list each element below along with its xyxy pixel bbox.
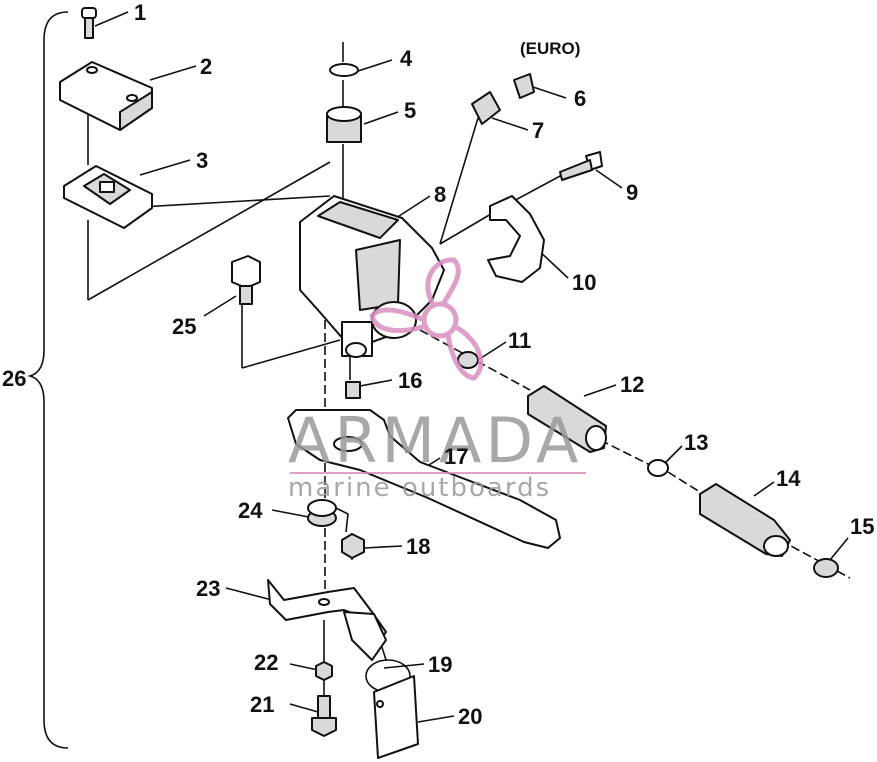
callout-24: 24 bbox=[238, 498, 263, 523]
callout-17: 17 bbox=[444, 444, 468, 469]
assembly-bracket bbox=[27, 11, 69, 749]
callout-14: 14 bbox=[776, 466, 801, 491]
callout-8: 8 bbox=[434, 182, 446, 207]
bracket-part-23 bbox=[267, 579, 387, 661]
spring-clip-part-24 bbox=[307, 499, 349, 533]
callout-25: 25 bbox=[172, 314, 196, 339]
screw-part-1 bbox=[81, 7, 97, 39]
callout-20: 20 bbox=[458, 704, 482, 729]
seal-part-11 bbox=[457, 351, 479, 369]
washer-part-13 bbox=[647, 459, 669, 477]
watermark: ARMADA marine outboards bbox=[288, 257, 586, 503]
callout-23: 23 bbox=[196, 576, 220, 601]
reservoir-cap-part-2 bbox=[59, 61, 153, 131]
tag-part-20 bbox=[373, 675, 419, 759]
bushing-part-5 bbox=[326, 106, 362, 143]
callout-26: 26 bbox=[2, 366, 26, 391]
diaphragm-part-3 bbox=[63, 165, 153, 229]
euro-note: (EURO) bbox=[520, 39, 580, 58]
callout-5: 5 bbox=[404, 98, 416, 123]
callout-13: 13 bbox=[684, 430, 708, 455]
callout-12: 12 bbox=[620, 372, 644, 397]
nut-part-22 bbox=[315, 661, 333, 681]
callout-11: 11 bbox=[508, 328, 531, 353]
watermark-brand: ARMADA bbox=[288, 404, 582, 477]
callout-21: 21 bbox=[250, 692, 274, 717]
spring-part-12 bbox=[527, 385, 607, 453]
callout-15: 15 bbox=[850, 514, 874, 539]
piston-part-14 bbox=[699, 483, 791, 557]
callout-3: 3 bbox=[196, 148, 208, 173]
propeller-logo-icon bbox=[369, 257, 484, 381]
nut-part-18 bbox=[341, 533, 365, 559]
callout-1: 1 bbox=[134, 0, 146, 25]
callout-10: 10 bbox=[572, 270, 596, 295]
callout-4: 4 bbox=[400, 46, 413, 71]
bolt-part-9 bbox=[559, 151, 603, 181]
leader-lines bbox=[87, 11, 851, 723]
sleeve-part-16 bbox=[345, 381, 361, 399]
callout-18: 18 bbox=[406, 534, 430, 559]
washer-part-4 bbox=[329, 63, 359, 77]
lever-part-17 bbox=[287, 409, 561, 549]
callout-22: 22 bbox=[254, 650, 278, 675]
watermark-rule bbox=[290, 472, 586, 474]
euro-cap-part-6 bbox=[513, 73, 535, 99]
o-ring-part-15 bbox=[813, 558, 839, 578]
callout-7: 7 bbox=[532, 118, 544, 143]
master-cylinder-part-8 bbox=[299, 195, 445, 358]
callout-2: 2 bbox=[200, 54, 212, 79]
callout-6: 6 bbox=[574, 86, 586, 111]
watermark-tagline: marine outboards bbox=[288, 473, 551, 503]
adjuster-part-7 bbox=[471, 91, 501, 125]
bolt-part-25 bbox=[231, 255, 261, 305]
callout-9: 9 bbox=[626, 180, 638, 205]
bolt-part-21 bbox=[311, 695, 337, 737]
callout-16: 16 bbox=[398, 368, 422, 393]
callout-19: 19 bbox=[428, 652, 452, 677]
clamp-part-10 bbox=[487, 195, 545, 283]
